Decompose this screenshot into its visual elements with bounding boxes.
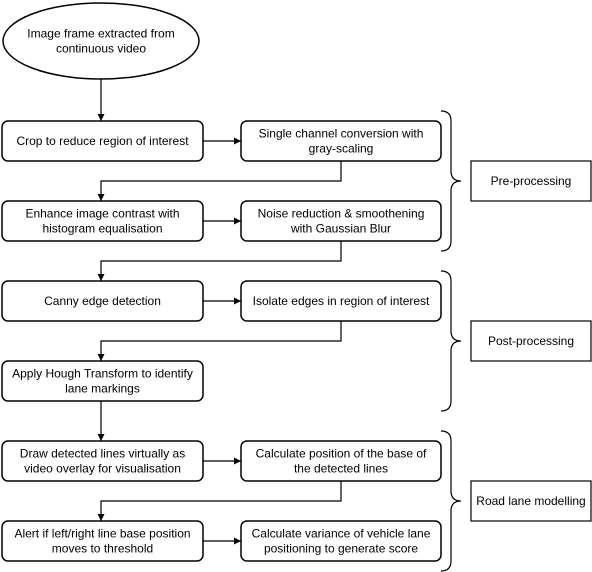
process-label-gray: gray-scaling: [309, 142, 374, 156]
arrow-gray-to-contrast: [97, 161, 342, 201]
process-label-base: the detected lines: [294, 462, 388, 476]
process-label-canny: Canny edge detection: [44, 294, 161, 308]
process-label-alert: moves to threshold: [52, 542, 153, 556]
stage-brace-post: [440, 270, 462, 412]
arrow-blur-to-canny: [97, 241, 342, 281]
process-label-gray: Single channel conversion with: [259, 127, 424, 141]
process-box-hough: [1, 360, 204, 402]
stage-brace-road: [440, 430, 462, 572]
stage-box-post: [470, 320, 592, 362]
process-label-hough: Apply Hough Transform to identify: [12, 367, 193, 381]
process-label-base: Calculate position of the base of: [256, 447, 427, 461]
process-label-contrast: histogram equalisation: [42, 222, 162, 236]
stage-brace-pre: [440, 110, 462, 252]
stage-box-road: [470, 480, 592, 522]
process-label-blur: with Gaussian Blur: [290, 222, 391, 236]
process-label-variance: Calculate variance of vehicle lane: [252, 527, 431, 541]
process-label-alert: Alert if left/right line base position: [14, 527, 190, 541]
stage-label-road: Road lane modelling: [476, 494, 585, 508]
process-label-overlay: video overlay for visualisation: [24, 462, 181, 476]
process-label-crop: Crop to reduce region of interest: [16, 134, 189, 148]
process-label-hough: lane markings: [65, 382, 140, 396]
process-label-contrast: Enhance image contrast with: [25, 207, 179, 221]
arrow-isolate-to-hough: [97, 321, 342, 361]
process-label-variance: positioning to generate score: [264, 542, 418, 556]
stage-box-pre: [470, 160, 592, 202]
process-label-blur: Noise reduction & smoothening: [258, 207, 425, 221]
start-terminal-label: continuous video: [56, 42, 146, 56]
process-label-isolate: Isolate edges in region of interest: [253, 294, 430, 308]
start-terminal-label: Image frame extracted from: [27, 27, 174, 41]
arrow-base-to-alert: [97, 481, 342, 521]
stage-label-pre: Pre-processing: [491, 174, 572, 188]
stage-label-post: Post-processing: [488, 334, 574, 348]
process-label-overlay: Draw detected lines virtually as: [20, 447, 185, 461]
